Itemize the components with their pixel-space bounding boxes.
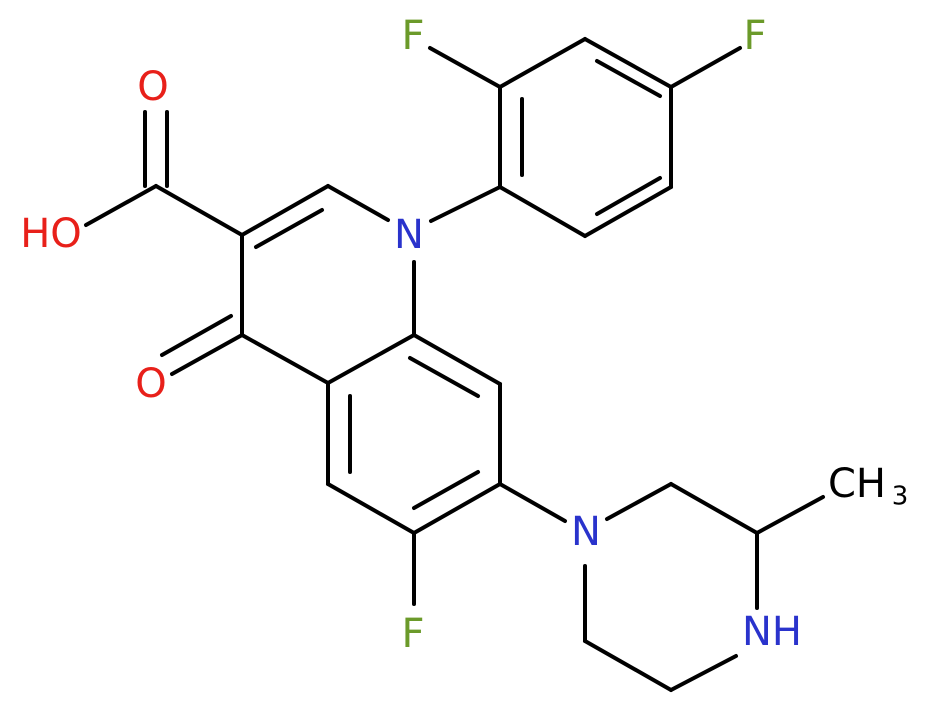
atom-nitrogen-piperazine: N: [571, 509, 601, 555]
bond: [154, 184, 244, 237]
bond: [583, 185, 673, 238]
bond: [170, 333, 244, 376]
atom-hydroxyl-acid: HO: [20, 211, 82, 257]
bond: [595, 59, 662, 98]
bond: [412, 333, 502, 386]
atom-fluorine-bottom: F: [401, 611, 424, 657]
bond: [84, 184, 158, 227]
bond: [583, 639, 673, 692]
bond: [669, 46, 742, 89]
atom-fluorine-top-left: F: [401, 13, 424, 59]
bond: [498, 37, 587, 89]
bond: [669, 654, 738, 692]
bond: [408, 356, 480, 398]
bond: [428, 46, 502, 89]
atom-oxygen-acid-carbonyl: O: [137, 64, 168, 110]
atom-nh-piperazine: NH: [742, 609, 802, 655]
bond: [240, 184, 330, 237]
atom-methyl-subscript: 3: [892, 482, 909, 512]
bond: [326, 333, 416, 385]
bond: [669, 482, 759, 535]
bond: [326, 184, 390, 222]
bond: [160, 314, 233, 357]
bond: [583, 37, 673, 89]
bond: [412, 470, 480, 510]
atom-fluorine-top-right: F: [743, 13, 766, 59]
atom-nitrogen-quinolone: N: [394, 212, 424, 258]
atom-label-layer: F F O HO N O N CH 3 NH F: [20, 13, 908, 657]
bond: [429, 185, 502, 223]
bond: [240, 333, 330, 385]
bond: [755, 495, 825, 535]
bond-layer: [84, 37, 825, 692]
bond: [595, 176, 662, 216]
bond: [254, 208, 324, 249]
bond: [605, 482, 673, 521]
bond: [412, 482, 502, 535]
atom-oxygen-ketone: O: [135, 361, 166, 407]
atom-methyl: CH: [828, 461, 886, 507]
bond: [498, 185, 587, 238]
bond: [326, 482, 416, 535]
bond: [498, 482, 567, 523]
